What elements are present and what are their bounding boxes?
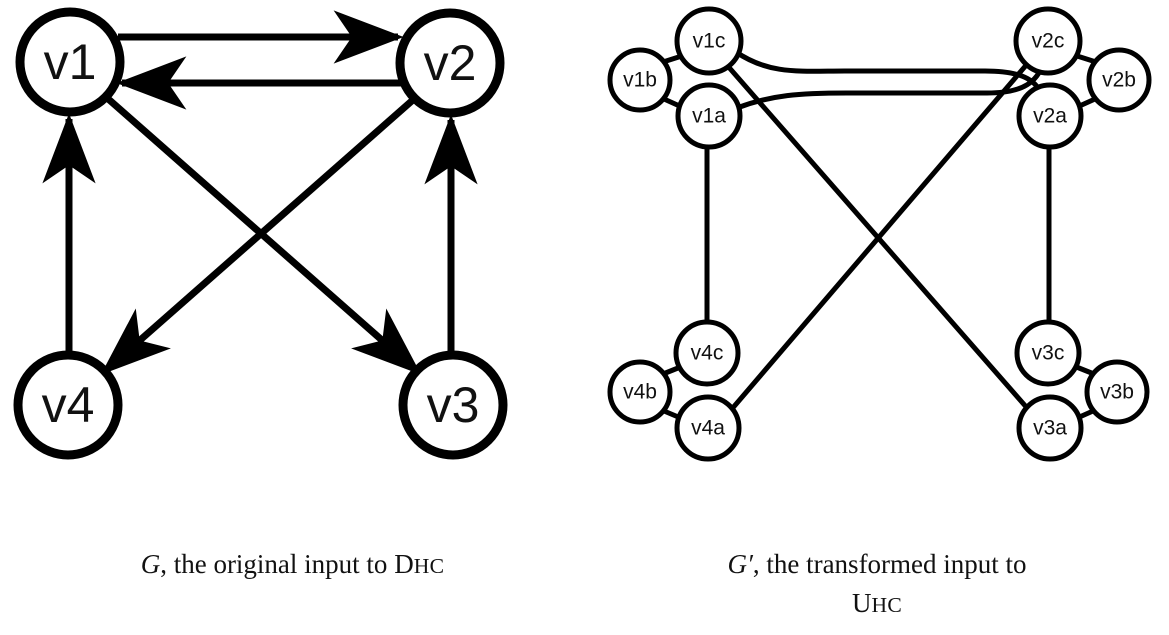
node-v4b-label: v4b bbox=[623, 381, 657, 404]
node-v1c-label: v1c bbox=[693, 30, 726, 53]
node-v1[interactable]: v1 bbox=[15, 7, 125, 117]
edge-layer bbox=[42, 10, 478, 375]
edge-v1a-v2c bbox=[734, 57, 1050, 111]
node-v4a[interactable]: v4a bbox=[674, 394, 742, 462]
node-v1-label: v1 bbox=[44, 34, 97, 90]
node-v4[interactable]: v4 bbox=[13, 350, 123, 460]
right-caption-graph-symbol: G bbox=[727, 549, 747, 579]
node-v2[interactable]: v2 bbox=[395, 8, 505, 118]
node-layer: v1 v2 v4 v3 bbox=[13, 7, 508, 460]
node-v3b-label: v3b bbox=[1100, 381, 1134, 404]
node-v2a-label: v2a bbox=[1033, 105, 1067, 128]
node-v2a[interactable]: v2a bbox=[1016, 82, 1084, 150]
right-caption-text: , the transformed input to bbox=[752, 549, 1027, 579]
node-v3a-label: v3a bbox=[1033, 417, 1067, 440]
right-caption-prime: ′ bbox=[746, 549, 753, 579]
undirected-graph-svg: v1b v1c v1a v2c v2b bbox=[607, 6, 1152, 462]
node-v2b[interactable]: v2b bbox=[1086, 47, 1152, 113]
left-caption-graph-symbol: G bbox=[140, 549, 161, 579]
node-v3[interactable]: v3 bbox=[398, 350, 508, 460]
node-v2-label: v2 bbox=[424, 35, 477, 91]
node-v4c-label: v4c bbox=[691, 342, 724, 365]
node-v4c[interactable]: v4c bbox=[673, 319, 741, 387]
node-v3a[interactable]: v3a bbox=[1016, 394, 1084, 462]
node-v2c-label: v2c bbox=[1032, 30, 1065, 53]
left-caption: G, the original input to DHC bbox=[0, 545, 585, 584]
node-v3b[interactable]: v3b bbox=[1084, 359, 1150, 425]
node-v2b-label: v2b bbox=[1102, 69, 1136, 92]
right-caption: G′, the transformed input to UHC bbox=[585, 545, 1169, 623]
edge-v4a-v2c bbox=[728, 60, 1031, 413]
right-panel-undirected-graph: v1b v1c v1a v2c v2b bbox=[585, 0, 1169, 635]
node-v2c[interactable]: v2c bbox=[1013, 6, 1083, 76]
node-v1a-label: v1a bbox=[692, 105, 726, 128]
left-caption-problem-first: D bbox=[394, 549, 414, 579]
node-v1a[interactable]: v1a bbox=[675, 82, 743, 150]
node-v3c[interactable]: v3c bbox=[1014, 319, 1082, 387]
node-v1b-label: v1b bbox=[623, 69, 657, 92]
node-v3c-label: v3c bbox=[1032, 342, 1065, 365]
left-caption-problem-rest: HC bbox=[413, 554, 445, 578]
directed-graph-svg: v1 v2 v4 v3 bbox=[13, 7, 508, 460]
node-v3-label: v3 bbox=[427, 377, 480, 433]
right-caption-problem-first: U bbox=[851, 588, 872, 619]
node-layer: v1b v1c v1a v2c v2b bbox=[607, 6, 1152, 462]
right-caption-problem-rest: HC bbox=[871, 593, 903, 618]
node-v4a-label: v4a bbox=[691, 417, 725, 440]
node-v4b[interactable]: v4b bbox=[607, 359, 673, 425]
node-v1b[interactable]: v1b bbox=[607, 47, 673, 113]
left-caption-text: , the original input to bbox=[160, 549, 395, 579]
node-v4-label: v4 bbox=[42, 377, 95, 433]
node-v1c[interactable]: v1c bbox=[674, 6, 744, 76]
left-panel-directed-graph: v1 v2 v4 v3 G, the original input to DHC bbox=[0, 7, 585, 584]
edge-v2-to-v4 bbox=[100, 96, 417, 375]
